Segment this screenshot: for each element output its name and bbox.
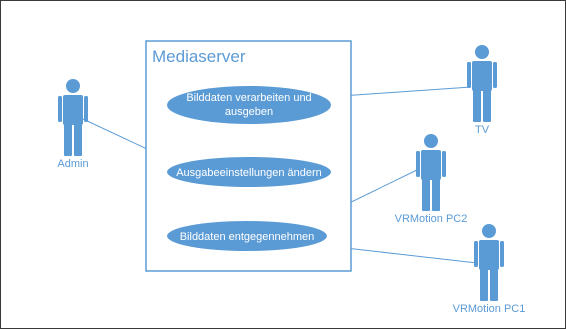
actor-arm-left (416, 151, 420, 177)
actor-leg-left (473, 90, 481, 122)
actor-label-pc1: VRMotion PC1 (453, 303, 526, 315)
actor-leg-gap (430, 181, 432, 211)
actor-leg-gap (72, 126, 74, 156)
actor-arm-right (493, 62, 497, 88)
actor-leg-left (480, 269, 488, 301)
actor-admin (58, 79, 88, 156)
use-case-uc1: Bilddaten verarbeiten und ausgeben (167, 86, 331, 124)
actor-arm-right (442, 151, 446, 177)
actor-leg-right (483, 90, 491, 122)
use-case-ellipse (167, 157, 331, 187)
actor-arm-right (84, 96, 88, 122)
actor-label-admin: Admin (57, 158, 88, 170)
actor-body (63, 95, 83, 125)
use-case-label: Ausgabeeinstellungen ändern (176, 167, 322, 179)
system-title: Mediaserver (152, 47, 246, 66)
use-case-label: ausgeben (225, 106, 273, 118)
actor-body (479, 240, 499, 270)
actor-leg-left (64, 124, 72, 156)
actor-leg-gap (481, 92, 483, 122)
actor-body (472, 61, 492, 91)
actor-label-tv: TV (475, 124, 490, 136)
actor-head (424, 134, 438, 148)
use-case-uc3: Bilddaten entgegennehmen (167, 221, 327, 251)
actor-head (475, 45, 489, 59)
actor-leg-right (74, 124, 82, 156)
actor-leg-right (490, 269, 498, 301)
actor-arm-left (467, 62, 471, 88)
actor-pc1 (474, 224, 504, 301)
actor-leg-left (422, 179, 430, 211)
actor-label-pc2: VRMotion PC2 (395, 213, 468, 225)
actor-arm-left (474, 241, 478, 267)
actor-leg-gap (488, 271, 490, 301)
use-case-uc2: Ausgabeeinstellungen ändern (167, 157, 331, 187)
actor-arm-right (500, 241, 504, 267)
use-case-label: Bilddaten entgegennehmen (180, 231, 315, 243)
actor-leg-right (432, 179, 440, 211)
actor-tv (467, 45, 497, 122)
actor-head (482, 224, 496, 238)
actor-head (66, 79, 80, 93)
actor-arm-left (58, 96, 62, 122)
use-case-label: Bilddaten verarbeiten und (186, 92, 311, 104)
actor-pc2 (416, 134, 446, 211)
actor-body (421, 150, 441, 180)
use-case-ellipse (167, 86, 331, 124)
use-case-ellipse (167, 221, 327, 251)
